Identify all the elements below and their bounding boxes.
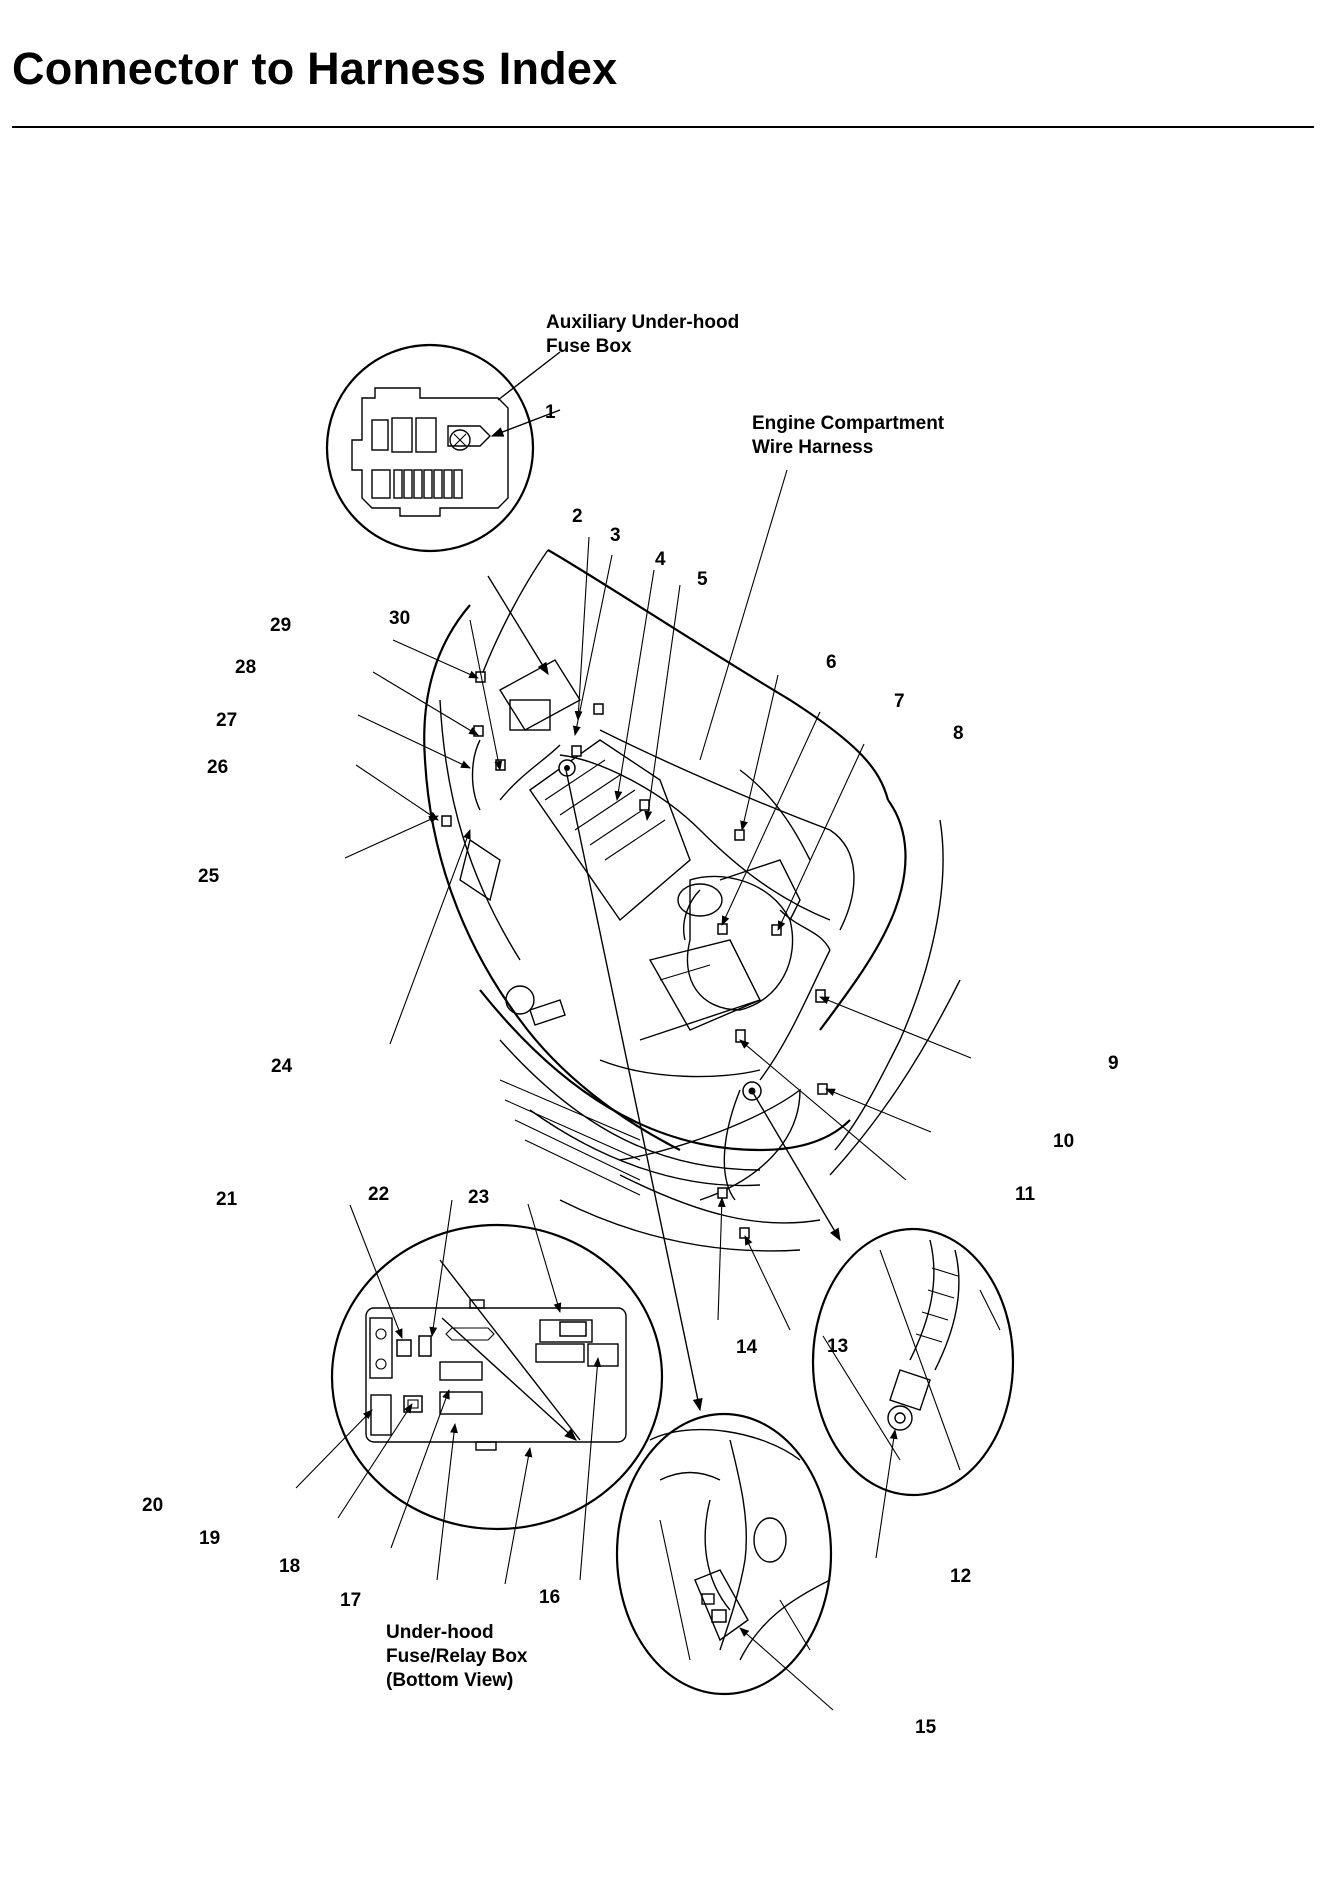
- callout-numbers: 1 2 3 4 5 6 7 8 9 10 11 12 13 14 15 16 1…: [142, 402, 1119, 1738]
- callout-17: 17: [340, 1590, 361, 1611]
- callout-23: 23: [468, 1187, 489, 1208]
- callout-14: 14: [736, 1337, 758, 1358]
- callout-22: 22: [368, 1184, 389, 1205]
- callout-13: 13: [827, 1336, 848, 1357]
- callout-18: 18: [279, 1556, 300, 1577]
- callout-19: 19: [199, 1528, 220, 1549]
- callout-10: 10: [1053, 1131, 1074, 1152]
- callout-15: 15: [915, 1717, 937, 1738]
- title-rule: [12, 126, 1314, 128]
- relay-box-detail: [330, 1223, 664, 1531]
- aux-fuse-box-detail: [325, 343, 561, 676]
- aux-fuse-box-label-line2: Fuse Box: [546, 336, 632, 357]
- callout-21: 21: [216, 1189, 238, 1210]
- callout-4: 4: [655, 549, 666, 570]
- callout-12: 12: [950, 1566, 971, 1587]
- relay-box-label-line3: (Bottom View): [386, 1670, 513, 1691]
- ground-detail-12-13: [751, 1090, 1015, 1497]
- callout-9: 9: [1108, 1053, 1119, 1074]
- relay-box-label-line2: Fuse/Relay Box: [386, 1646, 528, 1667]
- callout-25: 25: [198, 866, 220, 887]
- callout-1: 1: [545, 402, 556, 423]
- callout-8: 8: [953, 723, 964, 744]
- vehicle-front-drawing: [423, 549, 961, 1252]
- callout-24: 24: [271, 1056, 293, 1077]
- callout-11: 11: [1015, 1184, 1036, 1205]
- callout-20: 20: [142, 1495, 163, 1516]
- callout-30: 30: [389, 608, 410, 629]
- callout-5: 5: [697, 569, 708, 590]
- page-title: Connector to Harness Index: [12, 43, 618, 94]
- connector-detail-15: [565, 769, 833, 1696]
- callout-2: 2: [572, 506, 583, 527]
- callout-27: 27: [216, 710, 237, 731]
- aux-fuse-box-label-line1: Auxiliary Under-hood: [546, 312, 739, 333]
- callout-29: 29: [270, 615, 291, 636]
- relay-box-label-line1: Under-hood: [386, 1622, 494, 1643]
- engine-harness-label-line1: Engine Compartment: [752, 413, 945, 434]
- callout-26: 26: [207, 757, 228, 778]
- callout-3: 3: [610, 525, 621, 546]
- engine-harness-label-line2: Wire Harness: [752, 437, 873, 458]
- callout-28: 28: [235, 657, 256, 678]
- callout-7: 7: [894, 691, 905, 712]
- callout-6: 6: [826, 652, 837, 673]
- leader-lines: [295, 469, 972, 1711]
- callout-16: 16: [539, 1587, 560, 1608]
